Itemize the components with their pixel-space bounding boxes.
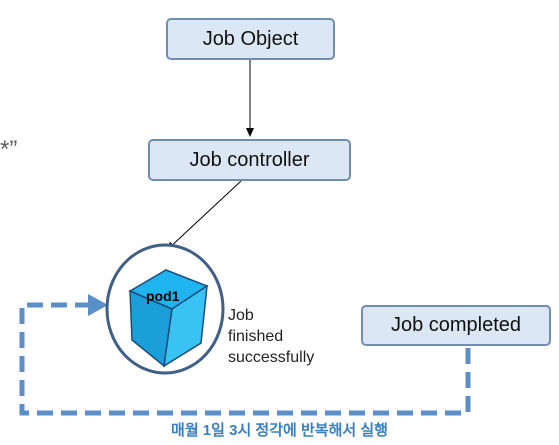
- job-object-node: Job Object: [166, 18, 335, 60]
- job-status-line-1: Job: [228, 307, 254, 324]
- job-completed-label: Job completed: [390, 314, 522, 336]
- job-controller-label: Job controller: [189, 148, 310, 171]
- job-status-line-3: successfully: [228, 349, 315, 366]
- job-status-line-2: finished: [228, 328, 284, 345]
- schedule-caption: 매월 1일 3시 정각에 반복해서 실행: [171, 422, 388, 439]
- job-object-label: Job Object: [202, 27, 299, 50]
- job-controller-node: Job controller: [148, 139, 351, 181]
- text-fragment: *”: [0, 136, 18, 163]
- cube-icon: [128, 269, 209, 368]
- arrow-controller-to-pod: [166, 180, 242, 251]
- job-status-text: Job finished successfully: [228, 305, 314, 368]
- dashed-repeat-loop: [19, 302, 471, 416]
- dashed-loop-arrowhead: [88, 294, 108, 316]
- job-completed-node: Job completed: [361, 305, 551, 346]
- pod-label: pod1: [146, 288, 180, 304]
